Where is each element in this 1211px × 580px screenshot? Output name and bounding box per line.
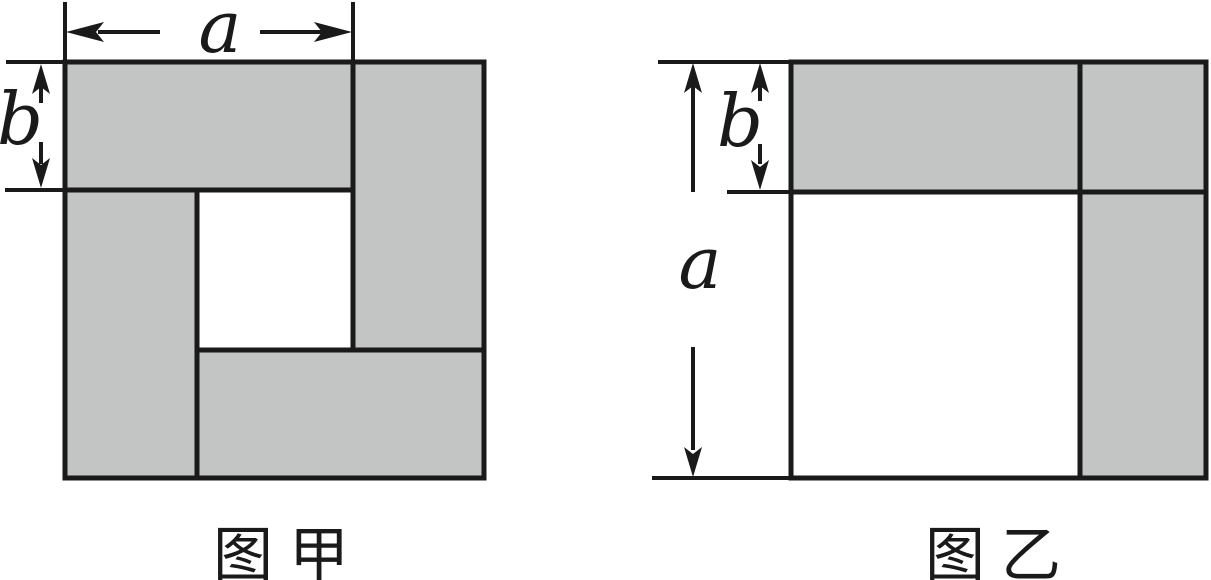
jia-right-rectangle	[350, 59, 487, 353]
yi-arrow-a-down-icon	[684, 447, 702, 477]
jia-labels: a b 图甲	[0, 0, 365, 580]
yi-arrow-b-up-icon	[751, 63, 769, 93]
yi-arrow-b-down-icon	[751, 160, 769, 190]
jia-bottom-rectangle	[194, 347, 487, 481]
jia-shapes	[5, 2, 487, 481]
jia-dim-b-label: b	[0, 77, 43, 161]
yi-dim-b-label: b	[717, 79, 763, 163]
yi-arrow-a-up-icon	[684, 63, 702, 93]
yi-shapes	[652, 59, 1209, 481]
yi-labels: a b 图乙	[679, 79, 1077, 580]
jia-left-rectangle	[62, 187, 200, 481]
jia-arrow-left-icon	[66, 22, 104, 42]
jia-dim-a-label: a	[199, 0, 242, 69]
yi-right-rectangle	[1077, 189, 1209, 481]
jia-top-rectangle	[62, 59, 356, 193]
yi-dim-a-label: a	[679, 221, 722, 305]
jia-caption: 图甲	[213, 523, 365, 580]
yi-top-rectangle	[788, 59, 1083, 195]
figure-jia: a b 图甲	[0, 0, 487, 580]
jia-arrow-up-icon	[32, 64, 50, 94]
yi-caption: 图乙	[925, 523, 1077, 580]
yi-corner-square	[1077, 59, 1209, 195]
jia-arrow-down-icon	[32, 158, 50, 188]
figure-yi: a b 图乙	[652, 59, 1209, 580]
jia-arrow-right-icon	[314, 22, 352, 42]
